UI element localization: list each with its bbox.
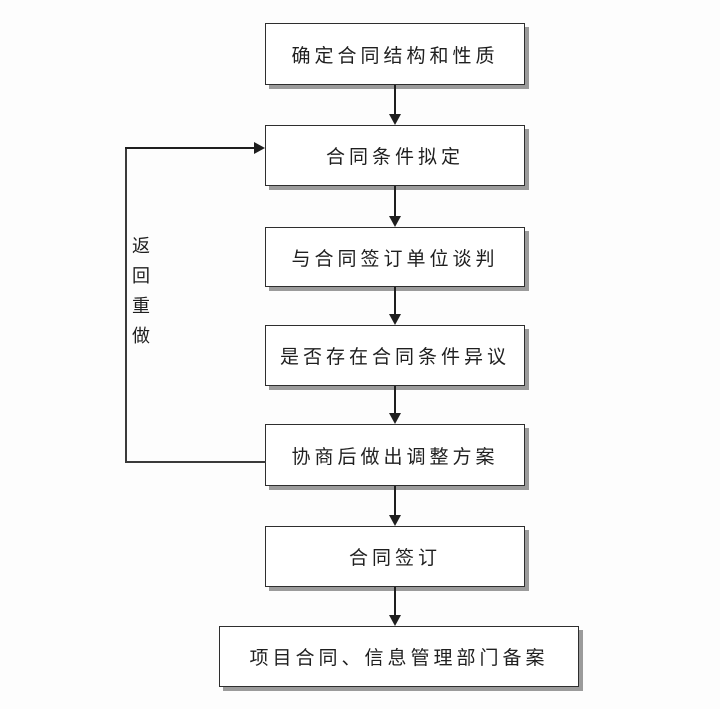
arrow-down-icon xyxy=(389,615,401,626)
flow-node-determine-contract-structure: 确定合同结构和性质 xyxy=(265,23,525,85)
connector-line-6-7 xyxy=(394,587,396,616)
flow-node-contract-signing: 合同签订 xyxy=(265,526,525,587)
connector-line-1-2 xyxy=(394,85,396,115)
arrow-down-icon xyxy=(389,515,401,526)
feedback-loop-bottom-line xyxy=(125,461,266,463)
flow-node-condition-objection-check: 是否存在合同条件异议 xyxy=(265,325,525,386)
flow-node-filing-with-departments: 项目合同、信息管理部门备案 xyxy=(219,626,579,687)
flow-node-draft-contract-conditions: 合同条件拟定 xyxy=(265,125,525,186)
connector-line-2-3 xyxy=(394,186,396,217)
arrow-down-icon xyxy=(389,216,401,227)
connector-line-5-6 xyxy=(394,486,396,516)
feedback-loop-label: 返回重做 xyxy=(130,236,150,356)
connector-line-4-5 xyxy=(394,386,396,414)
arrow-right-icon xyxy=(254,142,265,154)
feedback-loop-vertical-line xyxy=(125,147,127,463)
arrow-down-icon xyxy=(389,413,401,424)
arrow-down-icon xyxy=(389,114,401,125)
flow-node-adjustment-plan: 协商后做出调整方案 xyxy=(265,424,525,486)
connector-line-3-4 xyxy=(394,287,396,315)
feedback-loop-top-line xyxy=(125,147,255,149)
flow-node-negotiate-with-signing-unit: 与合同签订单位谈判 xyxy=(265,227,525,287)
arrow-down-icon xyxy=(389,314,401,325)
